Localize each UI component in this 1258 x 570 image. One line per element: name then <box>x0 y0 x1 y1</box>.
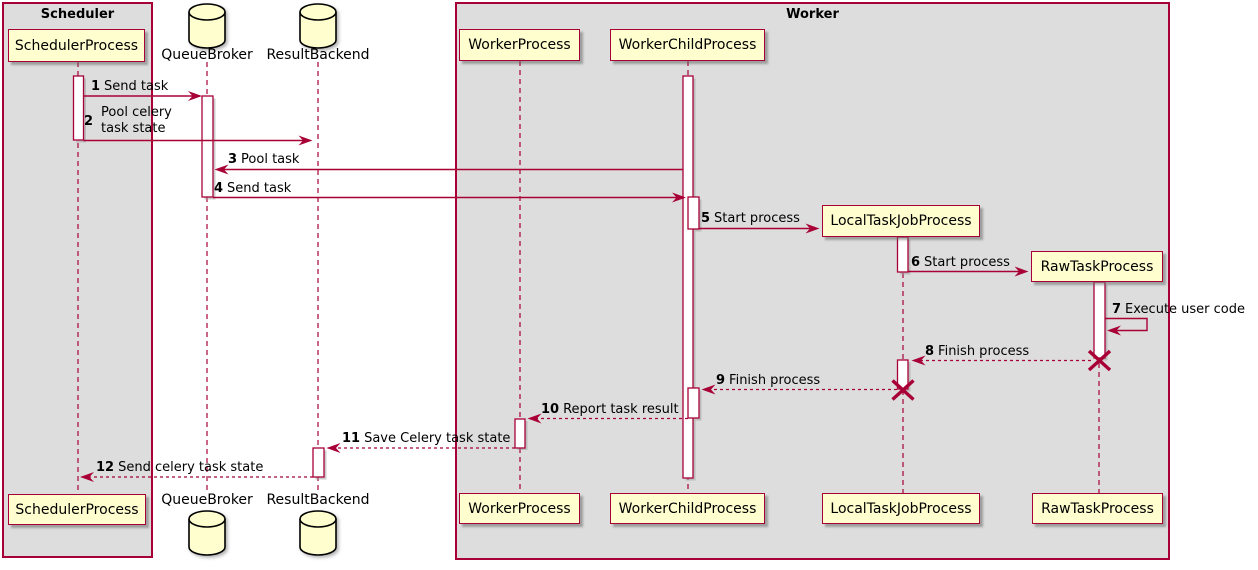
participant-local-task-job-process-created: LocalTaskJobProcess <box>822 205 980 237</box>
queue-broker-label-top: QueueBroker <box>161 47 253 63</box>
frame-scheduler-title: Scheduler <box>40 7 115 22</box>
result-backend-label-top: ResultBackend <box>266 47 370 63</box>
frame-worker-title: Worker <box>786 7 839 22</box>
participant-worker-child-process-top: WorkerChildProcess <box>610 29 765 61</box>
result-backend-label-bottom: ResultBackend <box>266 492 370 508</box>
database-icon-result-backend-top <box>298 3 338 53</box>
participant-raw-task-process-bottom: RawTaskProcess <box>1032 493 1163 524</box>
activation-result-backend <box>312 447 325 478</box>
database-icon-result-backend-bottom <box>298 509 338 561</box>
arrowhead-left-icon <box>214 164 229 175</box>
activation-queue-broker <box>201 95 214 198</box>
queue-broker-label-bottom: QueueBroker <box>161 492 253 508</box>
participant-local-task-job-process-bottom: LocalTaskJobProcess <box>822 493 980 524</box>
participant-scheduler-process-bottom: SchedulerProcess <box>8 494 146 525</box>
participant-worker-child-process-bottom: WorkerChildProcess <box>610 493 765 524</box>
participant-worker-process-bottom: WorkerProcess <box>459 493 580 524</box>
participant-scheduler-process-top: SchedulerProcess <box>8 29 145 62</box>
arrowhead-right-icon <box>298 135 313 146</box>
arrowhead-left-icon <box>326 443 341 453</box>
participant-raw-task-process-created: RawTaskProcess <box>1031 251 1163 282</box>
database-icon-queue-broker-bottom <box>187 509 227 561</box>
participant-worker-process-top: WorkerProcess <box>459 29 580 61</box>
message-2-label: 2 Pool celery task state <box>84 105 172 136</box>
arrowhead-right-icon <box>188 91 202 101</box>
database-icon-queue-broker-top <box>187 3 227 53</box>
